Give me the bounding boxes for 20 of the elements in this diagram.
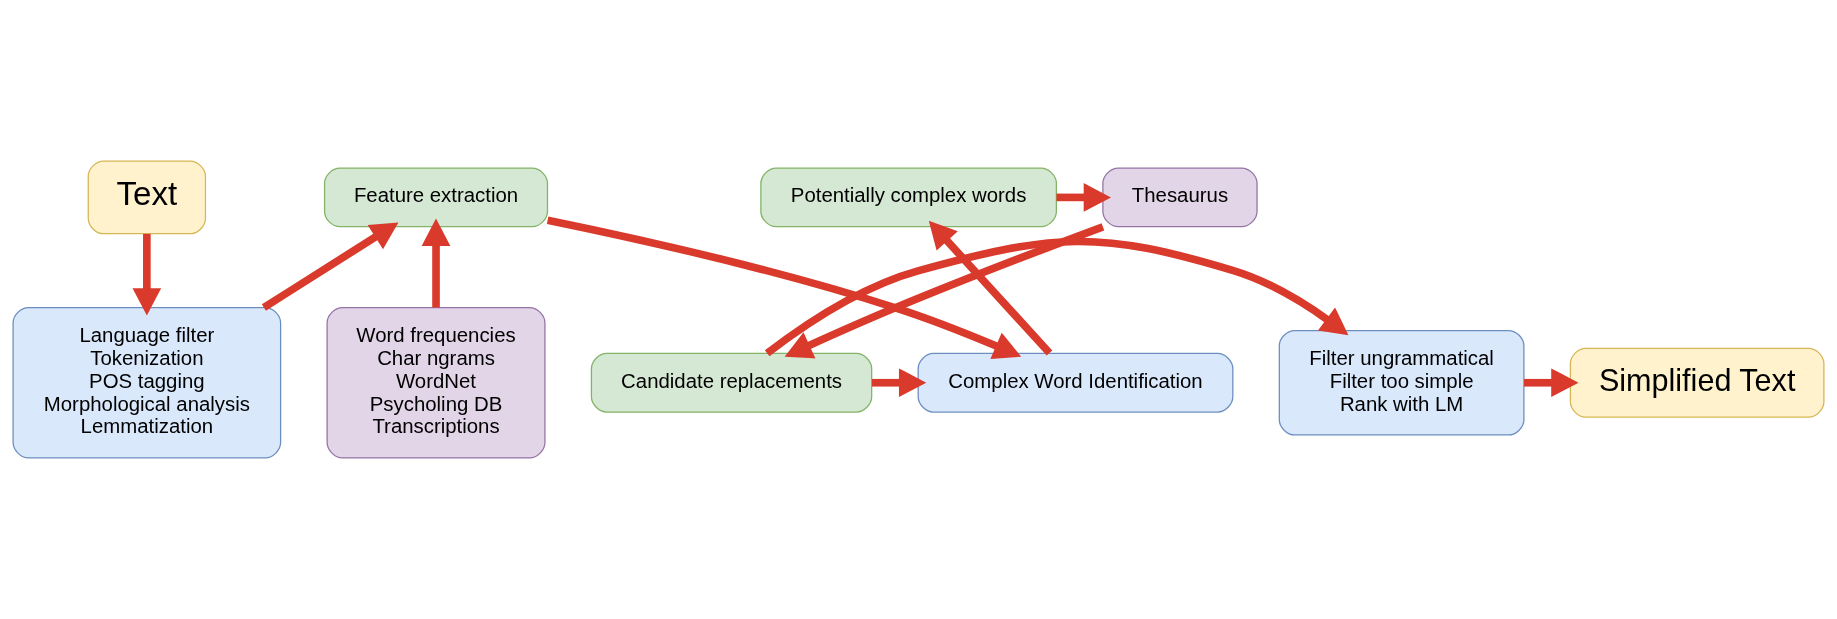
node-box: Simplified Text (1569, 347, 1825, 418)
arrow (132, 233, 162, 316)
arrow (546, 216, 1022, 360)
node-box: Word frequencies Char ngrams WordNet Psycholing DB Transcriptions (326, 306, 546, 459)
node-box: Text (87, 160, 207, 235)
arrow (1524, 368, 1579, 398)
node-box: Complex Word Identification (917, 352, 1234, 413)
arrow (871, 368, 927, 398)
arrow (764, 237, 1349, 357)
node-box: Potentially complex words (760, 167, 1058, 228)
node-box: Candidate replacements (590, 352, 873, 413)
node-box: Filter ungrammatical Filter too simple Rank with LM (1278, 329, 1525, 436)
arrow (928, 220, 1053, 356)
node-box: Thesaurus (1102, 167, 1258, 228)
node-box: Language filter Tokenization POS tagging Morphological analysis Lemmatization (12, 306, 282, 459)
arrow (784, 223, 1105, 359)
node-box: Feature extraction (323, 167, 549, 228)
arrow (1056, 183, 1111, 212)
arrow (261, 222, 399, 311)
arrow (421, 218, 451, 308)
